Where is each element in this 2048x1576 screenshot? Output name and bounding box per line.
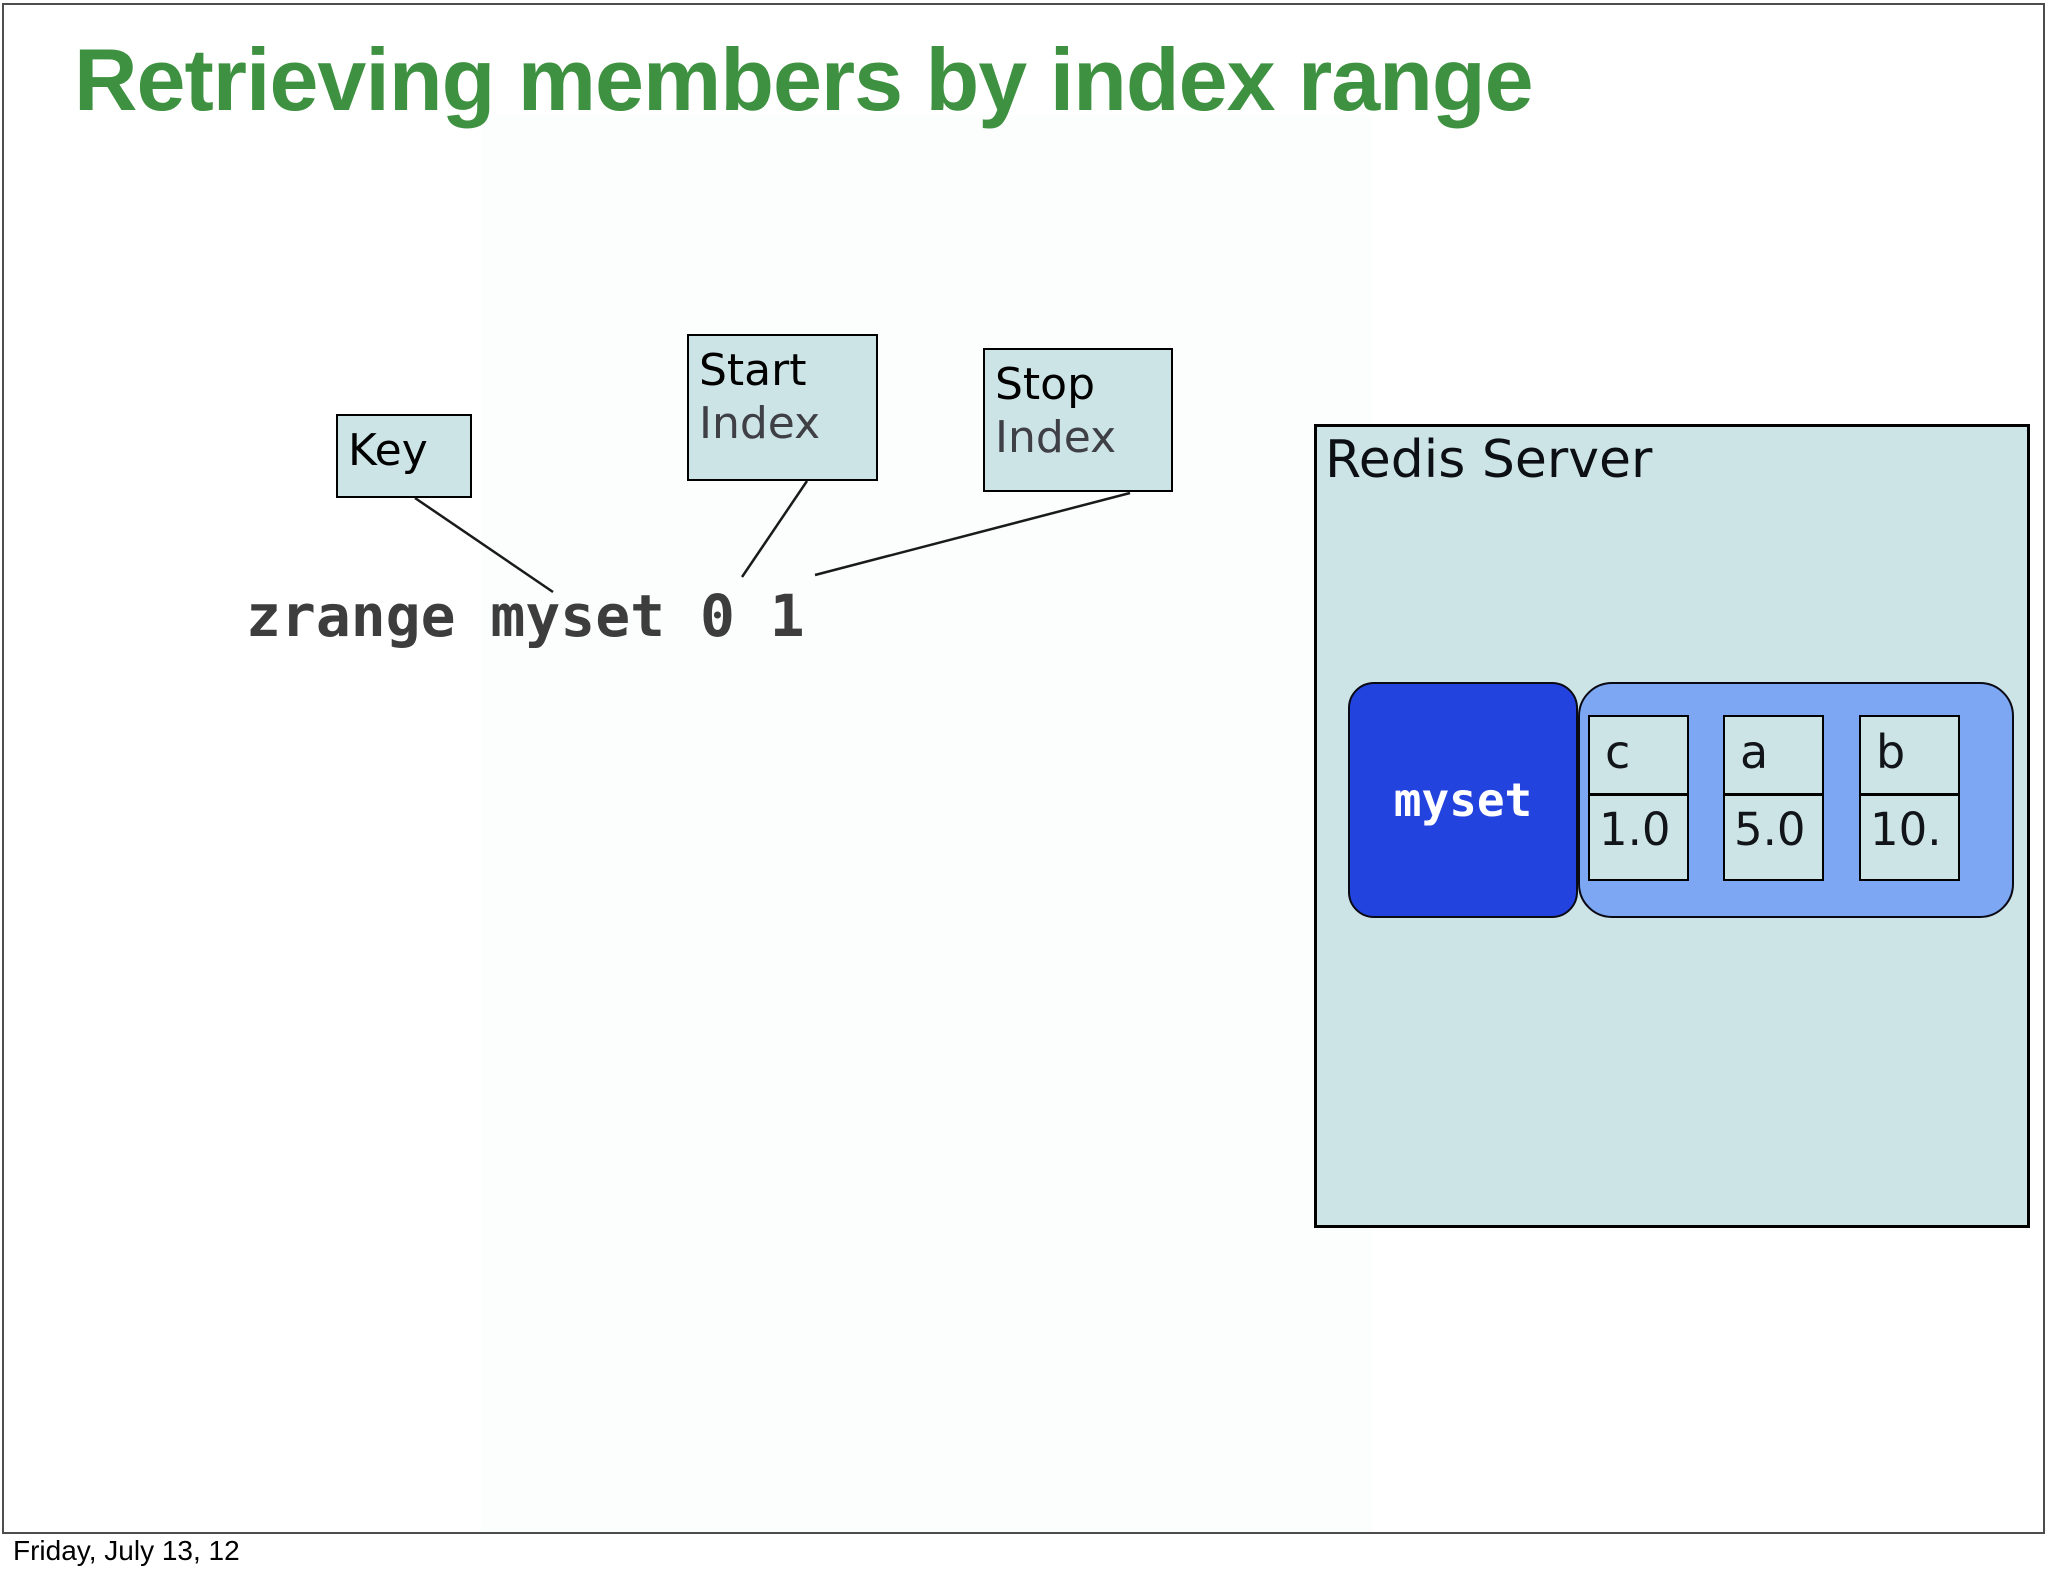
member-name: c bbox=[1590, 717, 1687, 796]
page-title: Retrieving members by index range bbox=[74, 30, 1534, 129]
start-callout-line2: Index bbox=[699, 398, 821, 449]
start-callout-line1: Start bbox=[699, 345, 807, 396]
key-callout-box: Key bbox=[336, 414, 472, 498]
member-cell-a: a 5.0 bbox=[1723, 715, 1824, 881]
redis-server-title: Redis Server bbox=[1325, 430, 1653, 490]
start-index-callout-box: Start Index bbox=[687, 334, 878, 481]
slide-border-frame bbox=[2, 3, 2045, 1534]
member-cell-c: c 1.0 bbox=[1588, 715, 1689, 881]
member-name: a bbox=[1725, 717, 1822, 796]
stop-callout-line2: Index bbox=[995, 412, 1117, 463]
stop-callout-line1: Stop bbox=[995, 359, 1096, 410]
member-score: 10. bbox=[1870, 803, 1942, 856]
myset-key-label: myset bbox=[1393, 773, 1533, 827]
member-score: 5.0 bbox=[1734, 803, 1806, 856]
member-name: b bbox=[1861, 717, 1958, 796]
member-score: 1.0 bbox=[1599, 803, 1671, 856]
member-cell-b: b 10. bbox=[1859, 715, 1960, 881]
key-callout-label: Key bbox=[348, 425, 428, 476]
zrange-command-text: zrange myset 0 1 bbox=[246, 582, 805, 650]
myset-key-box: myset bbox=[1348, 682, 1578, 918]
slide-date-footer: Friday, July 13, 12 bbox=[13, 1535, 240, 1566]
background-shading bbox=[481, 115, 1372, 1533]
stop-index-callout-box: Stop Index bbox=[983, 348, 1173, 492]
